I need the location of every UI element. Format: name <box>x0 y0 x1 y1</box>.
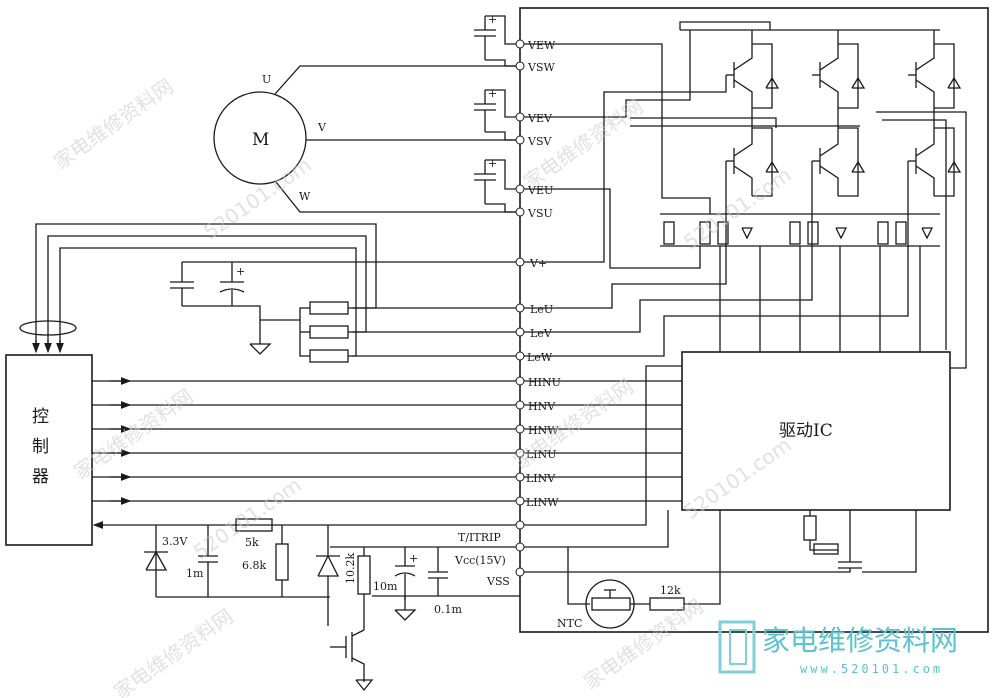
power-module-box <box>519 7 989 633</box>
igbt-bridge <box>520 21 967 369</box>
controller-box <box>5 354 93 546</box>
pin-label-lew: LeW <box>527 351 553 364</box>
pin-label-hnw: HNW <box>528 424 559 437</box>
igbt-u-high <box>726 43 780 109</box>
igbt-w-low <box>908 127 962 197</box>
brand-title: 家电维修资料网 <box>762 624 958 657</box>
label-cap-01m: 0.1m <box>434 603 462 616</box>
igbt-u-low <box>726 127 780 197</box>
driver-ic-label: 驱动IC <box>779 421 833 441</box>
signal-lines <box>92 377 520 529</box>
motor-symbol: M U V W <box>213 65 520 213</box>
pin-label-vev: VEV <box>527 112 553 125</box>
module-pins <box>515 39 525 577</box>
label-res-12k: 12k <box>660 584 681 597</box>
controller-label-2: 制 <box>32 437 49 457</box>
svg-text:+: + <box>488 157 497 170</box>
brand-logo: 家电维修资料网 www.520101.com <box>718 620 958 676</box>
motor-label: M <box>252 130 269 150</box>
watermark-text-1: 家电维修资料网 <box>49 74 177 174</box>
igbt-v-low <box>812 127 866 197</box>
pin-label-veu: VEU <box>527 184 553 197</box>
svg-text:+: + <box>409 552 418 565</box>
label-res-68k: 6.8k <box>242 559 266 572</box>
label-cap-10m: 10m <box>373 580 398 593</box>
pin-label-vsv: VSV <box>527 135 552 148</box>
pin-label-vsw: VSW <box>527 61 555 74</box>
driver-ic-box <box>681 351 951 511</box>
controller-label-3: 器 <box>32 467 49 487</box>
driver-ic-wiring <box>520 365 917 573</box>
pin-label-linu: LINU <box>526 448 557 461</box>
pin-label-vsu: VSU <box>527 207 553 220</box>
component-labels: 3.3V 1m 5k 6.8k 10.2k 10m 0.1m NTC 12k <box>162 535 681 630</box>
pin-label-vss: VSS <box>486 575 510 588</box>
controller-label-1: 控 <box>32 407 49 427</box>
pin-label-hinu: HINU <box>528 376 561 389</box>
brand-url: www.520101.com <box>800 662 943 676</box>
igbt-w-high <box>908 43 962 109</box>
label-res-5k: 5k <box>245 536 259 549</box>
current-sense-wires <box>19 223 377 357</box>
pin-label-linv: LINV <box>526 472 556 485</box>
label-res-102k: 10.2k <box>344 553 357 584</box>
pin-label-lev: LeV <box>530 327 553 340</box>
svg-text:+: + <box>488 87 497 100</box>
igbt-v-high <box>812 43 866 109</box>
pin-label-vew: VEW <box>527 39 556 52</box>
label-ntc: NTC <box>557 617 582 630</box>
pin-label-linw: LINW <box>526 496 559 509</box>
motor-phase-w: W <box>299 190 311 203</box>
pin-label-vcc: Vcc(15V) <box>454 554 506 567</box>
svg-text:+: + <box>236 265 245 278</box>
pin-label-hnv: HNV <box>528 400 556 413</box>
module-pin-labels: VEW VSW VEV VSV VEU VSU V+ LeU LeV LeW H… <box>454 39 561 588</box>
svg-text:+: + <box>488 13 497 26</box>
fault-circuit: + <box>144 518 520 692</box>
motor-phase-u: U <box>262 73 271 86</box>
label-cap-1m: 1m <box>186 567 204 580</box>
pin-label-vplus: V+ <box>529 257 547 270</box>
pin-label-titrip: T/ITRIP <box>458 531 501 544</box>
pin-label-leu: LeU <box>530 303 553 316</box>
ntc-thermistor <box>567 547 721 629</box>
motor-phase-v: V <box>317 121 327 134</box>
label-zener: 3.3V <box>162 535 188 548</box>
bootstrap-capacitors: + + + <box>474 13 520 213</box>
shunt-network: + <box>170 261 520 363</box>
watermark-text-9: 家电维修资料网 <box>109 604 237 698</box>
